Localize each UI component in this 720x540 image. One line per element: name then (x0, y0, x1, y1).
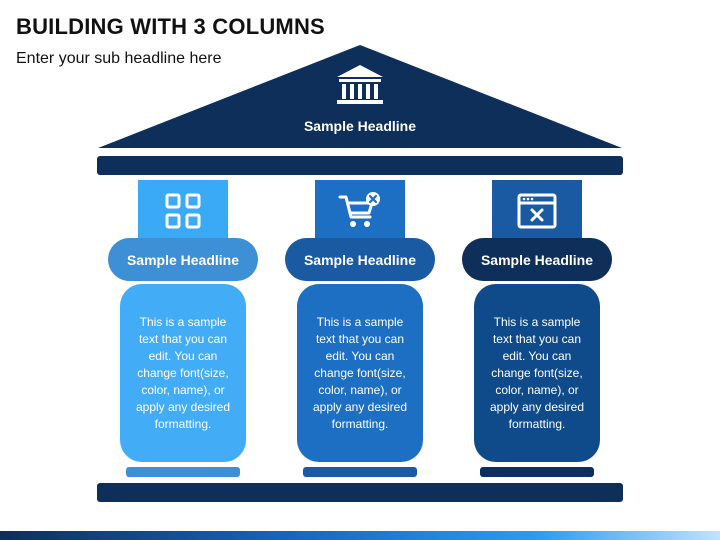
column-3-shaft: This is a sample text that you can edit.… (474, 284, 600, 462)
column-2-foot (303, 467, 417, 477)
roof-headline: Sample Headline (303, 118, 417, 134)
column-1-foot (126, 467, 240, 477)
column-2: Sample Headline This is a sample text th… (285, 180, 435, 480)
column-3-text: This is a sample text that you can edit.… (489, 314, 585, 431)
column-1-text: This is a sample text that you can edit.… (135, 314, 231, 431)
column-3-foot (480, 467, 594, 477)
column-3: Sample Headline This is a sample text th… (462, 180, 612, 480)
cart-remove-icon (338, 192, 380, 227)
bank-building-icon (337, 65, 383, 104)
top-beam (97, 156, 623, 175)
column-1-icon-box (138, 180, 228, 242)
grid-apps-icon (165, 193, 201, 229)
column-1-headline: Sample Headline (108, 238, 258, 281)
browser-window-close-icon (517, 193, 557, 229)
column-1: Sample Headline This is a sample text th… (108, 180, 258, 480)
column-3-icon-box (492, 180, 582, 242)
base-step (97, 483, 623, 502)
bottom-accent-stripe (0, 531, 720, 540)
column-2-headline: Sample Headline (285, 238, 435, 281)
slide-title: BUILDING WITH 3 COLUMNS (16, 14, 325, 39)
column-2-text: This is a sample text that you can edit.… (312, 314, 408, 431)
slide-subtitle: Enter your sub headline here (16, 50, 222, 67)
column-1-shaft: This is a sample text that you can edit.… (120, 284, 246, 462)
column-2-shaft: This is a sample text that you can edit.… (297, 284, 423, 462)
column-2-icon-box (315, 180, 405, 242)
column-3-headline: Sample Headline (462, 238, 612, 281)
